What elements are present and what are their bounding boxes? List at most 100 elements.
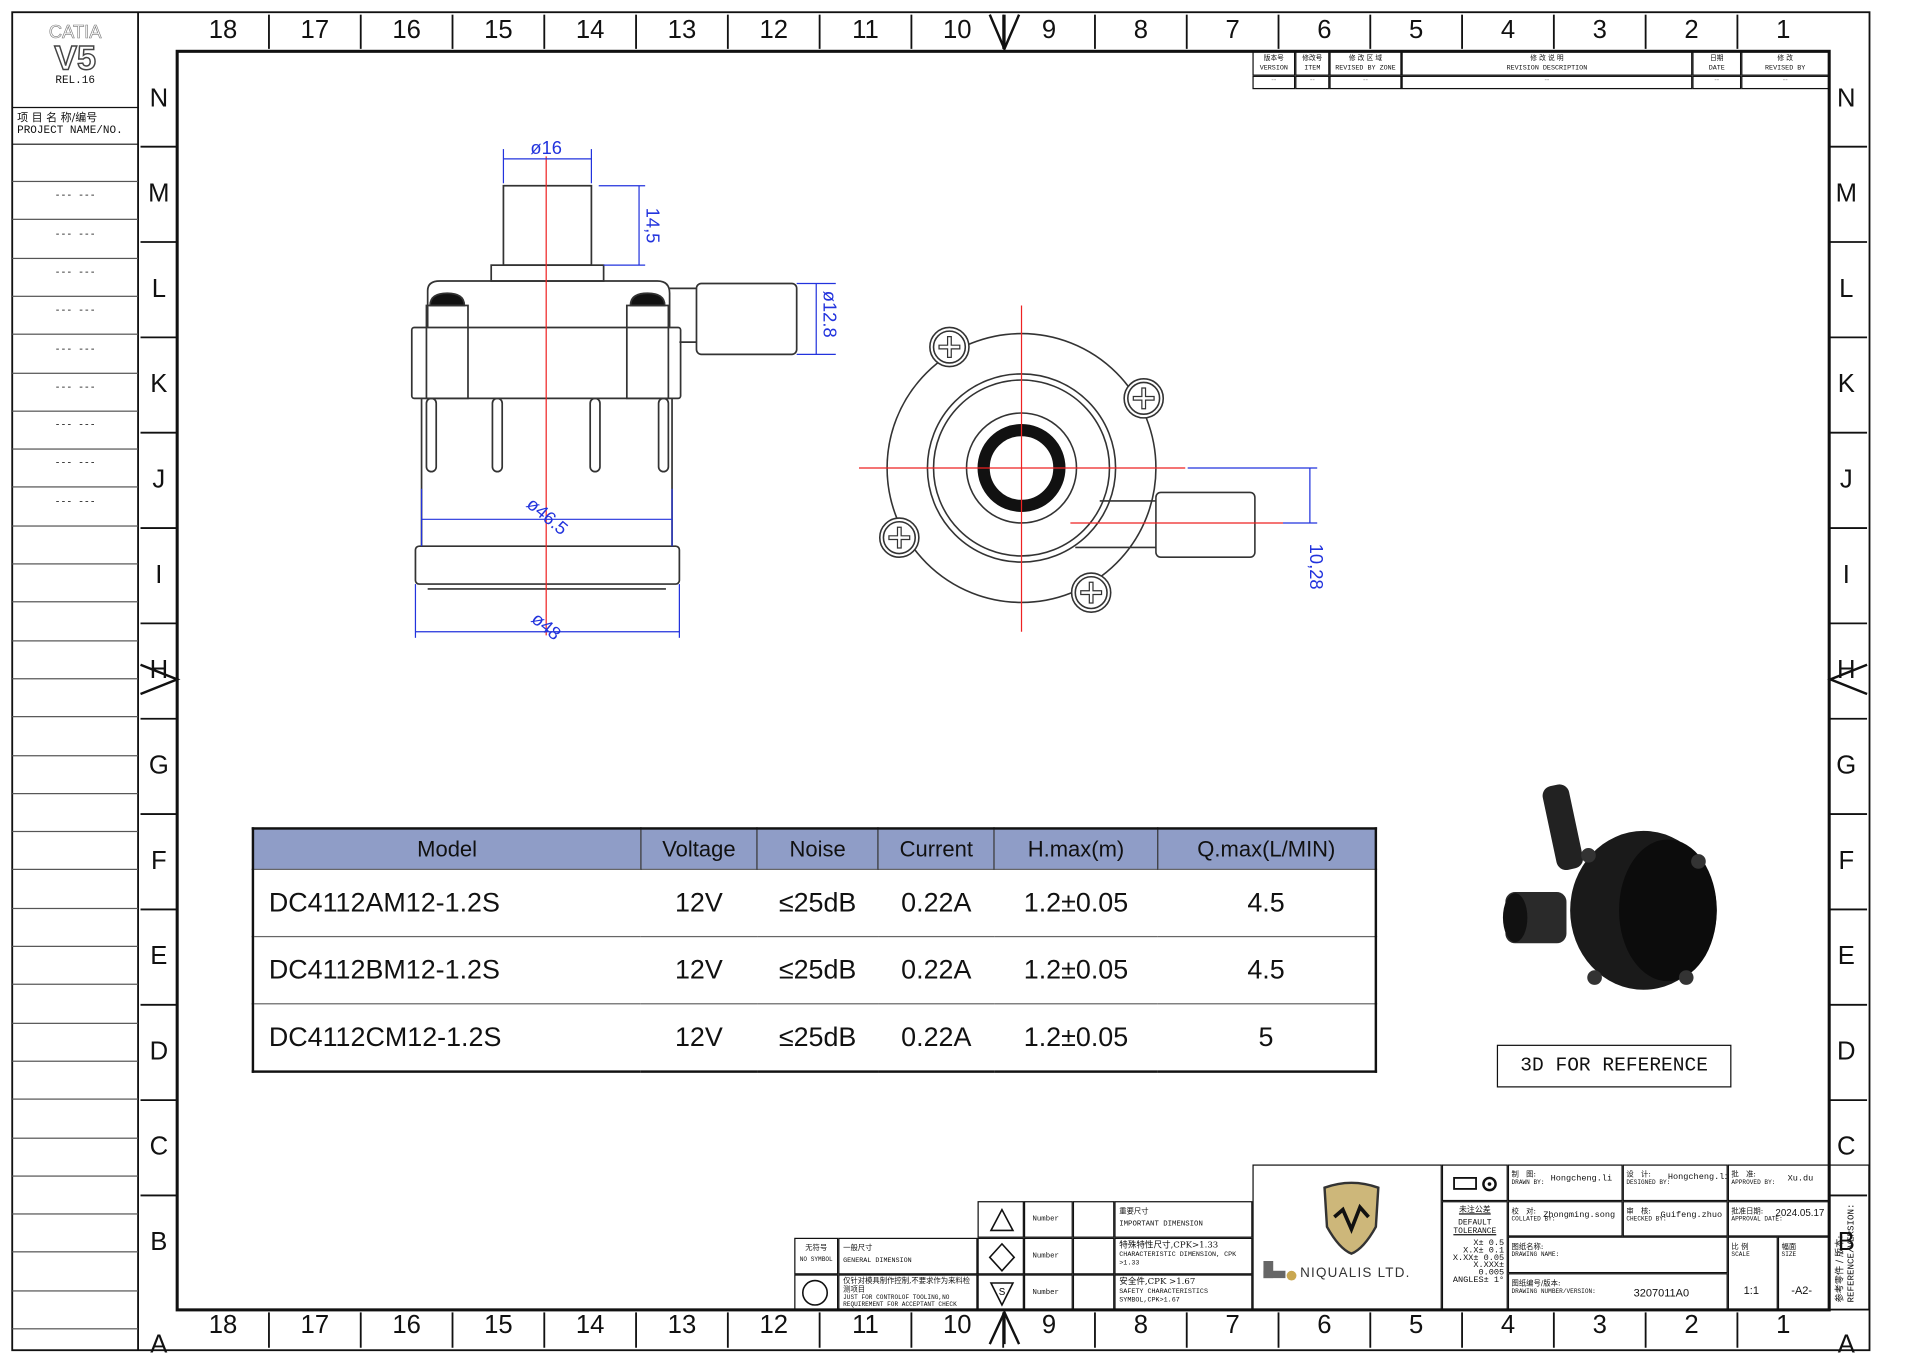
project-row: --- --- xyxy=(12,259,139,297)
project-row xyxy=(12,1062,139,1100)
zone-row-label: D xyxy=(149,1037,169,1066)
zone-row-label: F xyxy=(1838,847,1855,876)
zone-column-label: 3 xyxy=(1592,15,1607,44)
revision-value: -- xyxy=(1329,75,1402,90)
pump-front-view xyxy=(878,326,1256,613)
zone-column-label: 2 xyxy=(1684,1311,1699,1340)
zone-row-label: A xyxy=(150,1331,168,1359)
dim-outlet-length: 14,5 xyxy=(642,208,663,244)
zone-column-label: 18 xyxy=(208,15,238,44)
spec-cell: 12V xyxy=(640,868,758,937)
zone-row-label: F xyxy=(151,847,167,876)
zone-column-label: 8 xyxy=(1133,1311,1148,1340)
zone-column-label: 14 xyxy=(575,1311,605,1340)
zone-column-label: 8 xyxy=(1133,15,1148,44)
screw-icon xyxy=(1070,572,1112,613)
project-row xyxy=(12,1292,139,1330)
zone-row-label: L xyxy=(1839,275,1854,304)
dim-inlet-diameter: ø12.8 xyxy=(820,291,841,338)
drawing-number-field: 图纸编号/版本:DRAWING NUMBER/VERSION:3207011A0 xyxy=(1507,1273,1728,1310)
zone-column-label: 15 xyxy=(484,15,513,44)
zone-row-label: L xyxy=(151,275,166,304)
diamond-symbol-icon xyxy=(977,1237,1024,1275)
spec-cell: 12V xyxy=(640,935,758,1004)
company-logo: NIQUALIS LTD. xyxy=(1252,1164,1442,1310)
projection-symbol-icon xyxy=(1441,1164,1508,1202)
centering-marks xyxy=(140,14,1868,1345)
zone-column-label: 6 xyxy=(1317,15,1332,44)
spec-header: Model xyxy=(252,828,641,870)
zone-row-label: N xyxy=(1837,84,1856,113)
zone-column-label: 7 xyxy=(1225,15,1240,44)
spec-cell: DC4112AM12-1.2S xyxy=(252,868,641,937)
zone-column-label: 12 xyxy=(759,1311,788,1340)
approved-by-field: 批 准:APPROVED BY:Xu.du xyxy=(1727,1164,1830,1202)
spec-cell: 1.2±0.05 xyxy=(994,1003,1158,1072)
dim-offset: 10,28 xyxy=(1306,544,1327,590)
spec-cell: ≤25dB xyxy=(757,935,879,1004)
zone-column-label: 9 xyxy=(1041,1311,1057,1340)
pump-side-view xyxy=(410,184,798,590)
safety-symbol-icon: S xyxy=(977,1274,1024,1310)
zone-column-label: 5 xyxy=(1409,15,1424,44)
project-row xyxy=(12,947,139,986)
zone-row-label: I xyxy=(1842,561,1850,590)
zone-row-label: A xyxy=(1837,1331,1855,1359)
project-row xyxy=(12,565,139,603)
zone-column-label: 10 xyxy=(943,15,972,44)
revision-value: -- xyxy=(1741,75,1830,90)
zone-row-label: J xyxy=(1839,465,1853,494)
project-row xyxy=(12,871,139,909)
screw-icon xyxy=(878,517,920,558)
project-row xyxy=(12,641,139,680)
project-row: --- --- xyxy=(12,374,139,412)
spec-cell: DC4112BM12-1.2S xyxy=(252,935,641,1004)
zone-row-label: C xyxy=(149,1133,169,1162)
zone-column-label: 9 xyxy=(1041,15,1057,44)
zone-column-label: 5 xyxy=(1409,1311,1424,1340)
spec-cell: 0.22A xyxy=(878,1003,995,1072)
zone-column-label: 13 xyxy=(667,1311,697,1340)
front-view-centerlines xyxy=(858,305,1283,632)
project-row: --- --- xyxy=(12,412,139,450)
spec-cell: 1.2±0.05 xyxy=(994,935,1158,1004)
zone-row-label: C xyxy=(1837,1133,1856,1162)
zone-column-label: 3 xyxy=(1592,1311,1607,1340)
spec-cell: 1.2±0.05 xyxy=(994,868,1158,937)
circle-symbol-icon xyxy=(794,1274,839,1310)
zone-column-label: 13 xyxy=(667,15,697,44)
dim-body-diameter: ø46.5 xyxy=(523,493,572,539)
zone-column-label: 15 xyxy=(484,1311,513,1340)
zone-column-label: 2 xyxy=(1684,15,1699,44)
zone-column-label: 10 xyxy=(943,1311,972,1340)
project-row xyxy=(12,1024,139,1062)
spec-cell: DC4112CM12-1.2S xyxy=(252,1003,641,1072)
revision-value: -- xyxy=(1252,75,1296,90)
zone-column-label: 16 xyxy=(392,15,421,44)
project-row xyxy=(12,756,139,794)
spec-header: Q.max(L/MIN) xyxy=(1156,828,1376,870)
project-row xyxy=(12,909,139,947)
zone-column-label: 17 xyxy=(300,1311,330,1340)
project-label: 项 目 名 称/编号 PROJECT NAME/NO. xyxy=(17,112,123,137)
zone-row-label: E xyxy=(1837,942,1855,971)
revision-value: -- xyxy=(1401,75,1693,90)
spec-cell: 4.5 xyxy=(1157,868,1376,937)
project-row xyxy=(12,1100,139,1139)
spec-cell: 4.5 xyxy=(1157,935,1376,1004)
reference-label: 3D FOR REFERENCE xyxy=(1496,1044,1732,1088)
zone-column-label: 16 xyxy=(392,1311,421,1340)
project-row xyxy=(12,144,139,183)
spec-cell: 5 xyxy=(1157,1003,1376,1072)
